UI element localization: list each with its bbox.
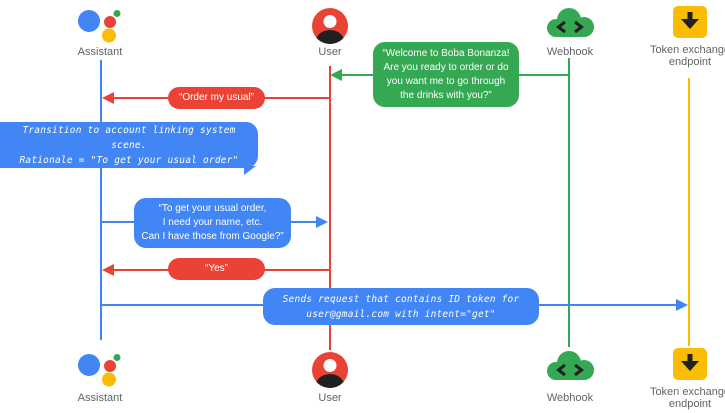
- assistant-icon-bottom: [78, 354, 121, 387]
- send-request-line-1: Sends request that contains ID token for: [282, 293, 520, 305]
- user-label-bottom: User: [318, 392, 342, 404]
- assistant-label-top: Assistant: [77, 46, 123, 58]
- ask-line-2: I need your name, etc.: [162, 217, 263, 228]
- order-message-bubble: “Order my usual”: [168, 87, 265, 109]
- user-label-top: User: [318, 46, 342, 58]
- welcome-line-2: Are you ready to order or do: [383, 61, 509, 73]
- user-lifeline: [329, 66, 331, 350]
- arrow-yes-head: [102, 264, 114, 276]
- arrow-send-request-head: [676, 299, 688, 311]
- yes-message-bubble: “Yes”: [168, 258, 265, 280]
- token-lifeline: [688, 78, 690, 346]
- ask-line-3: Can I have those from Google?”: [141, 231, 284, 242]
- welcome-message-bubble: “Welcome to Boba Bonanza! Are you ready …: [373, 42, 519, 107]
- ask-message-bubble: “To get your usual order, I need your na…: [134, 198, 291, 248]
- assistant-label-bottom: Assistant: [77, 392, 123, 404]
- send-request-line-2: user@gmail.com with intent="get": [306, 308, 496, 320]
- arrow-webhook-to-user-head: [330, 69, 342, 81]
- webhook-label-top: Webhook: [546, 46, 594, 58]
- user-icon: [312, 8, 348, 44]
- token-label-bottom: Token exchange endpoint: [649, 386, 725, 410]
- welcome-line-1: “Welcome to Boba Bonanza!: [382, 47, 510, 59]
- arrow-order-head: [102, 92, 114, 104]
- assistant-lifeline: [100, 60, 102, 340]
- welcome-line-3: you want me to go through: [386, 75, 506, 87]
- webhook-lifeline: [568, 58, 570, 347]
- arrow-ask-head: [316, 216, 328, 228]
- token-endpoint-icon-bottom: [673, 348, 707, 380]
- send-request-bubble: Sends request that contains ID token for…: [263, 288, 539, 325]
- transition-note-line-2: Rationale = "To get your usual order": [19, 154, 239, 166]
- welcome-line-4: the drinks with you?”: [400, 89, 492, 101]
- transition-note-line-1: Transition to account linking system sce…: [22, 124, 236, 151]
- transition-note-tail: [244, 166, 256, 175]
- token-endpoint-icon: [673, 6, 707, 38]
- webhook-cloud-icon-bottom: [547, 351, 594, 380]
- webhook-label-bottom: Webhook: [546, 392, 594, 404]
- token-label-top: Token exchange endpoint: [649, 44, 725, 68]
- ask-line-1: “To get your usual order,: [158, 203, 267, 214]
- user-icon-bottom: [312, 352, 348, 388]
- webhook-cloud-icon: [547, 8, 594, 37]
- transition-note-box: Transition to account linking system sce…: [0, 122, 258, 168]
- assistant-icon: [78, 10, 121, 43]
